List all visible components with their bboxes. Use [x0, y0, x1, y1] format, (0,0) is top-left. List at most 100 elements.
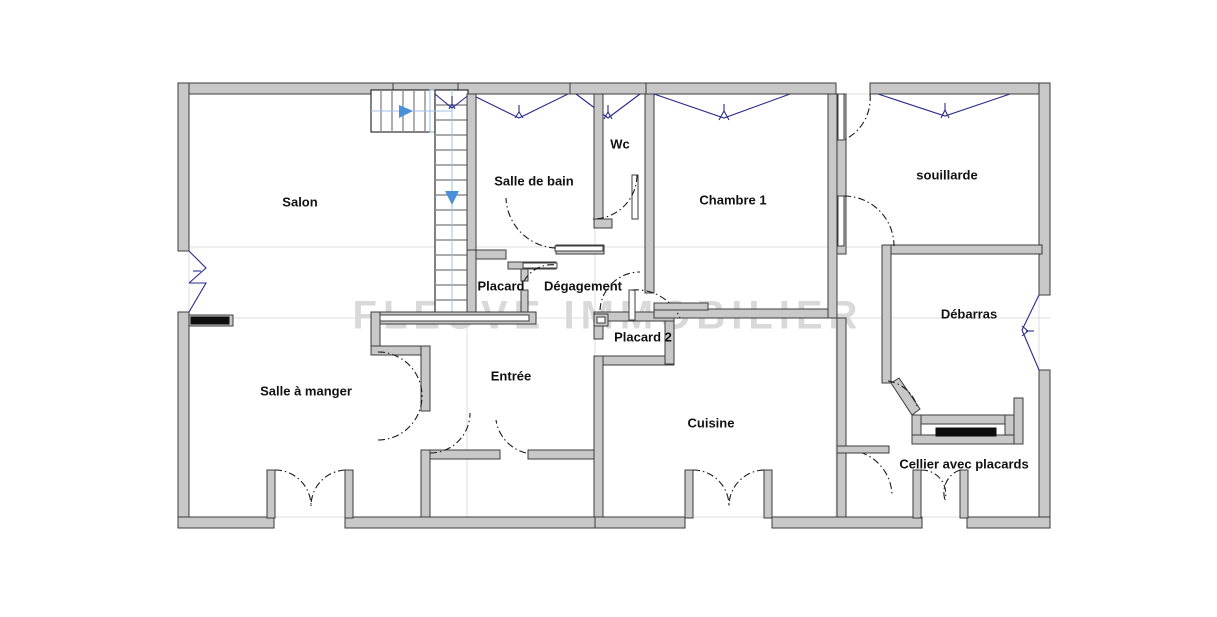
- room-label-debarras: Débarras: [941, 306, 997, 321]
- swing-placard2: [599, 271, 641, 311]
- wall-sdb-west: [466, 93, 477, 260]
- exterior-walls: [177, 82, 1051, 529]
- swing-sam-bottom-left: [274, 469, 312, 507]
- wall-entree-west: [420, 345, 431, 412]
- north-wall-wc: [569, 82, 647, 95]
- staircase: [370, 89, 471, 317]
- swing-placard: [523, 264, 557, 282]
- wall-entree-west-top: [370, 345, 428, 356]
- swing-cuisine-cellier: [845, 449, 893, 497]
- stub-chambre-se: [653, 302, 709, 311]
- wall-sdb-south: [475, 249, 507, 260]
- wall-degagement-south-inner: [376, 314, 530, 322]
- south-wall-segment-4: [771, 516, 923, 529]
- room-label-souillarde: souillarde: [916, 167, 977, 182]
- swing-cuisine-bottom-right: [728, 469, 765, 507]
- room-label-wc: Wc: [610, 136, 630, 151]
- room-label-cuisine: Cuisine: [688, 415, 735, 430]
- swing-cuisine-bottom-left: [692, 469, 730, 507]
- window-north-wc-icon: [575, 93, 641, 120]
- wall-cuisine-west: [593, 355, 604, 518]
- swing-sam-bottom-right: [310, 469, 346, 507]
- wall-sdb-wc: [593, 93, 604, 229]
- south-wall-segment-5: [966, 516, 1051, 529]
- south-wall-segment-1: [177, 516, 275, 529]
- swing-chambre: [631, 289, 681, 319]
- stub-cuisine-cellier: [836, 445, 890, 454]
- room-label-cellier: Cellier avec placards: [899, 456, 1028, 471]
- doorleaf-wc: [631, 174, 639, 220]
- wall-cellier-angled: [890, 377, 921, 416]
- stair-arrow-right: [399, 105, 413, 118]
- north-wall-sdb: [457, 82, 571, 95]
- window-north-souillarde-icon: [877, 93, 1011, 119]
- wall-debarras-west: [881, 244, 892, 384]
- west-wall-lower: [177, 311, 190, 529]
- jamb-cellier-left: [912, 469, 922, 519]
- window-north-sdb-icon: [469, 93, 569, 119]
- wall-entree-west-low: [420, 449, 431, 518]
- room-label-entree: Entrée: [491, 368, 531, 383]
- stub-placard-small-inner: [596, 316, 606, 324]
- swing-cellier-bottom-right: [943, 469, 961, 501]
- door-swings: [274, 93, 961, 507]
- wall-wc-chambre: [644, 93, 655, 294]
- room-label-degagement: Dégagement: [544, 278, 623, 293]
- room-label-chambre-1: Chambre 1: [699, 192, 766, 207]
- stair-arrow-down: [445, 191, 459, 205]
- wall-placard2-south: [593, 355, 675, 366]
- swing-souillarde-north: [843, 93, 871, 141]
- room-label-salon: Salon: [282, 194, 317, 209]
- room-label-placard-2: Placard 2: [614, 329, 672, 344]
- room-label-placard: Placard: [478, 278, 525, 293]
- wall-sdb-wc-stub: [593, 218, 613, 229]
- east-wall-lower: [1038, 369, 1051, 529]
- jamb-cellier-right: [959, 469, 969, 519]
- east-wall-upper: [1038, 82, 1051, 296]
- wall-souillarde-south: [881, 244, 1043, 255]
- stair-arrival-marker: [434, 93, 471, 110]
- west-wall-upper: [177, 82, 190, 252]
- interior-walls: [188, 93, 1043, 519]
- wall-entree-south: [429, 449, 501, 460]
- doorleaf-souillarde-s: [837, 195, 845, 247]
- jamb-cuisine-left: [684, 469, 694, 519]
- niche-fill: [190, 316, 230, 325]
- door-jambs: [593, 302, 890, 454]
- north-wall-souillarde: [869, 82, 1051, 95]
- wall-cellier-east: [1013, 397, 1024, 445]
- north-wall-salon: [177, 82, 394, 95]
- window-east-debarras-icon: [1021, 294, 1040, 371]
- swing-entree-south-b: [495, 419, 527, 454]
- jamb-sam-left: [266, 469, 276, 519]
- windows: [188, 93, 1040, 371]
- room-label-salle-a-manger: Salle à manger: [260, 383, 352, 398]
- room-label-salle-de-bain: Salle de bain: [494, 173, 574, 188]
- wall-chambre-east: [827, 93, 838, 319]
- wall-entree-south-b: [527, 449, 596, 460]
- swing-souillarde-south: [843, 195, 895, 247]
- cellier-counter: [935, 427, 997, 437]
- wall-sdb-south-c: [466, 249, 477, 317]
- window-north-chambre-icon: [653, 93, 791, 121]
- wall-east-zone: [836, 317, 847, 518]
- jamb-sam-right: [344, 469, 354, 519]
- south-wall-segment-2: [344, 516, 596, 529]
- south-wall-segment-3: [594, 516, 686, 529]
- swing-sam-entree-top: [377, 351, 423, 397]
- swing-wc: [592, 174, 638, 220]
- swing-sdb: [505, 197, 557, 249]
- doorleaf-degagement: [554, 245, 604, 252]
- doorleaf-souillarde-n: [837, 93, 845, 141]
- north-wall-chambre: [645, 82, 837, 95]
- jamb-cuisine-right: [763, 469, 773, 519]
- room-labels: Salon Salle de bain Wc Chambre 1 souilla…: [260, 136, 1029, 471]
- doorleaf-chambre: [628, 289, 636, 321]
- doorleaf-placard: [522, 262, 558, 269]
- swing-cellier-bottom-left: [920, 469, 947, 501]
- swing-cellier-angled: [887, 380, 918, 407]
- window-west-salon-icon: [188, 250, 207, 313]
- swing-entree-south: [429, 412, 471, 454]
